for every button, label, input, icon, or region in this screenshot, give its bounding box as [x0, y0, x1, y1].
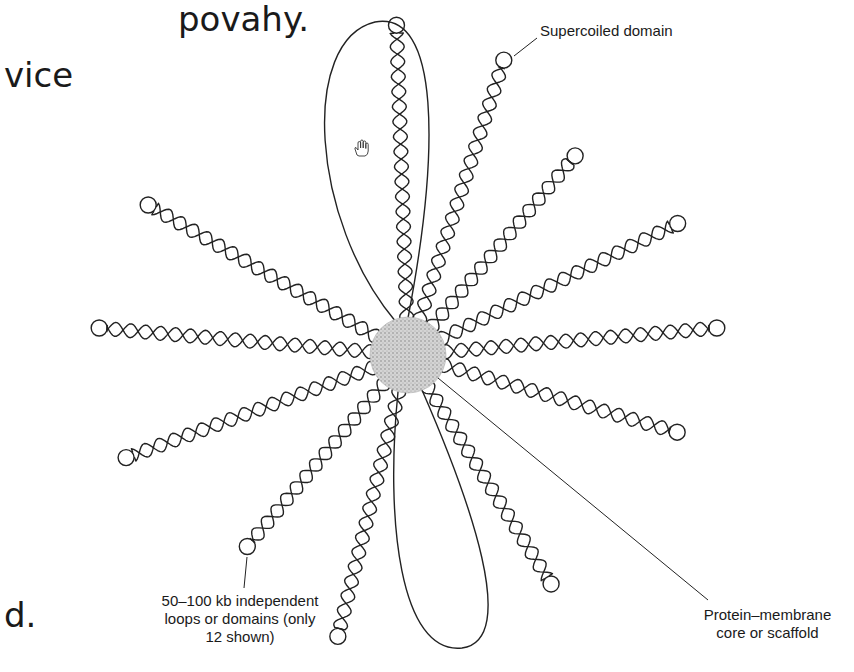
supercoiled-strand: [337, 371, 406, 630]
supercoiled-strand: [413, 67, 506, 339]
supercoiled-strand: [424, 322, 709, 358]
supercoiled-strand: [334, 371, 409, 630]
hand-cursor-icon: [355, 140, 368, 156]
callout-label: 50–100 kb independent loops or domains (…: [160, 592, 320, 646]
supercoiled-strand: [408, 67, 502, 340]
slide-text: povahy.: [178, 0, 309, 39]
dna-loops: [91, 17, 725, 648]
terminal-loop: [543, 576, 559, 592]
supercoiled-strand: [422, 226, 673, 351]
leader-lines: [244, 38, 708, 600]
supercoiled-strand: [422, 221, 669, 348]
supercoiled-strand: [390, 33, 414, 339]
terminal-loop: [140, 197, 156, 213]
supercoiled-strand: [423, 355, 670, 432]
terminal-loop: [239, 539, 255, 555]
relaxed-loop: [325, 21, 429, 322]
supercoiled-strand: [416, 369, 552, 576]
supercoiled-strand: [390, 33, 414, 339]
supercoiled-strand: [135, 360, 393, 461]
terminal-loop: [496, 52, 512, 68]
leader-line: [438, 378, 708, 600]
slide-text: d.: [4, 596, 36, 635]
terminal-loop: [669, 424, 685, 440]
terminal-loop: [567, 148, 583, 164]
supercoiled-strand: [107, 324, 392, 360]
relaxed-loop: [394, 390, 488, 648]
terminal-loop: [670, 215, 686, 231]
terminal-loop: [330, 628, 346, 644]
terminal-loop: [91, 320, 107, 336]
supercoiled-strand: [131, 356, 393, 457]
terminal-loop: [709, 320, 725, 336]
slide-text: vice: [4, 56, 73, 95]
supercoiled-strand: [250, 367, 398, 541]
leader-line: [244, 557, 247, 588]
callout-label: Supercoiled domain: [540, 22, 673, 40]
terminal-loop: [118, 450, 134, 466]
supercoiled-strand: [417, 160, 574, 343]
scaffold-core: [370, 317, 446, 393]
leader-line: [514, 38, 537, 56]
supercoiled-strand: [251, 367, 399, 542]
callout-label: Protein–membrane core or scaffold: [700, 606, 835, 642]
supercoiled-strand: [424, 324, 709, 360]
supercoiled-strand: [152, 209, 394, 350]
